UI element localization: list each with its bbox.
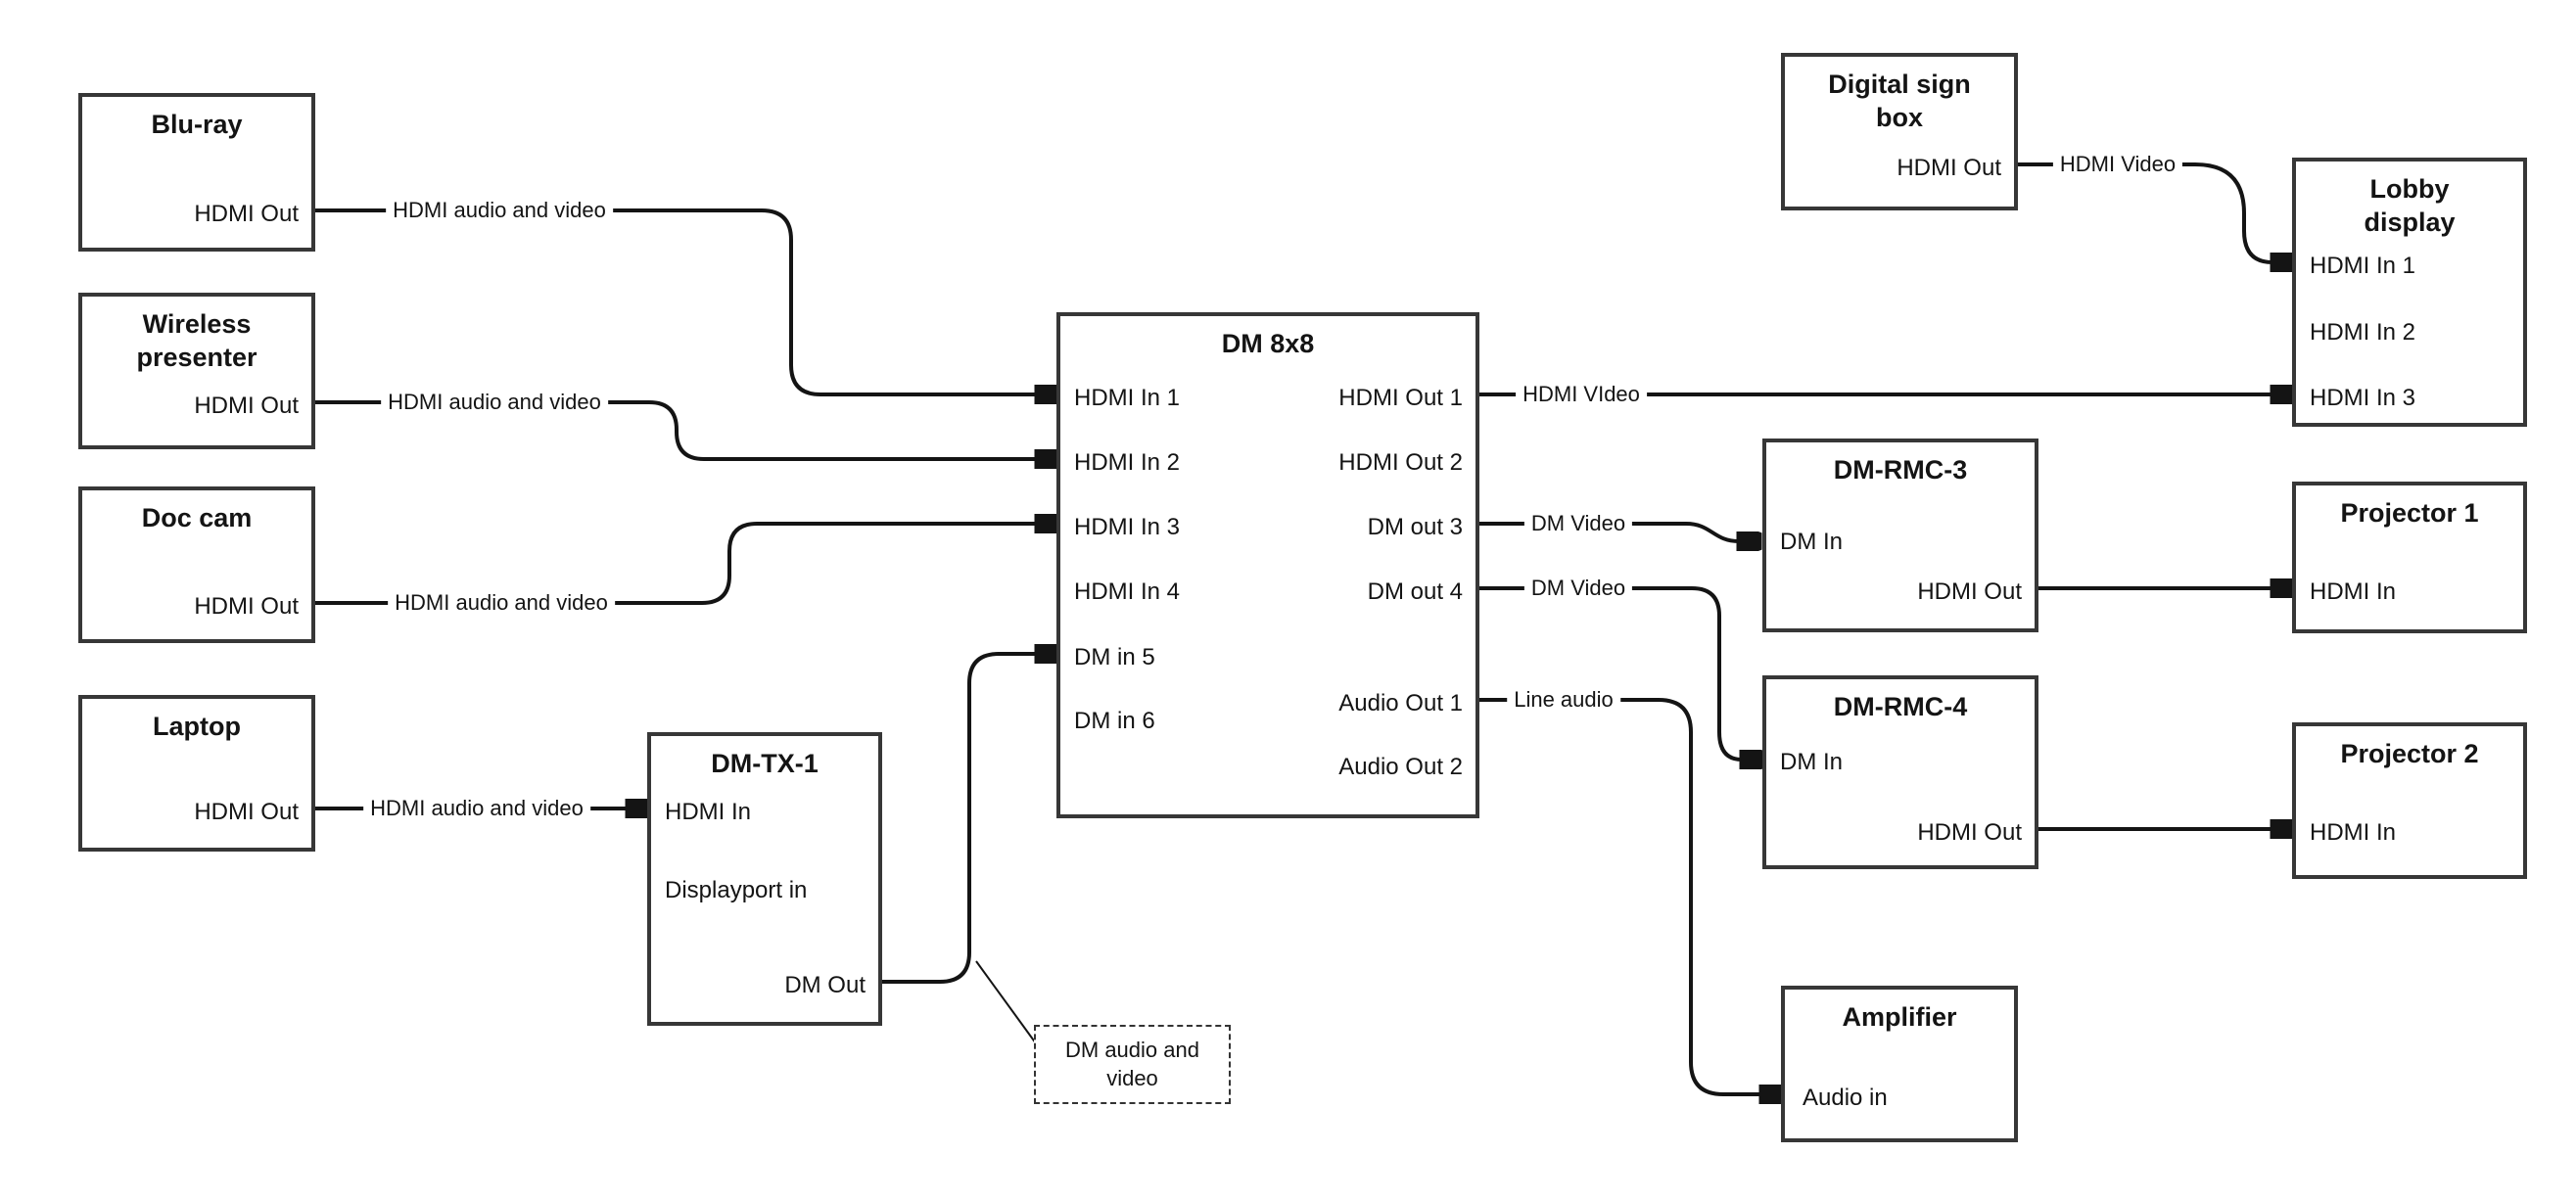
connection-label-hdmi-video: HDMI Video bbox=[2052, 152, 2183, 177]
port-hdmi-out-1: HDMI Out 1 bbox=[1338, 385, 1463, 411]
node-title: Digital sign box bbox=[1828, 69, 1971, 132]
node-title: Amplifier bbox=[1842, 1002, 1957, 1032]
port-hdmi-in-2: HDMI In 2 bbox=[1074, 449, 1181, 476]
node-dm-8x8: DM 8x8 HDMI In 1 HDMI In 2 HDMI In 3 HDM… bbox=[1056, 312, 1479, 818]
port-hdmi-in-1: HDMI In 1 bbox=[1074, 385, 1181, 411]
node-title: Laptop bbox=[153, 712, 241, 741]
connection-label-line-audio: Line audio bbox=[1507, 687, 1620, 713]
port-hdmi-out: HDMI Out bbox=[1917, 578, 2022, 605]
connection-label-hdmi-audio-video: HDMI audio and video bbox=[386, 198, 613, 223]
connection-label-hdmi-audio-video: HDMI audio and video bbox=[363, 796, 590, 821]
node-title: Projector 2 bbox=[2340, 739, 2479, 768]
node-title: Blu-ray bbox=[151, 110, 243, 139]
port-hdmi-in-3: HDMI In 3 bbox=[2310, 385, 2416, 411]
node-digital-sign-box: Digital sign box HDMI Out bbox=[1781, 53, 2018, 210]
port-dm-in: DM In bbox=[1780, 749, 1844, 775]
port-hdmi-out-2: HDMI Out 2 bbox=[1338, 449, 1463, 476]
port-audio-out-2: Audio Out 2 bbox=[1338, 754, 1463, 780]
port-hdmi-in-2: HDMI In 2 bbox=[2310, 319, 2416, 346]
port-dm-out: DM Out bbox=[784, 972, 866, 998]
connector-dm8x8-out4-to-rmc4 bbox=[1479, 586, 1742, 760]
port-dm-in-6: DM in 6 bbox=[1074, 708, 1155, 734]
node-title: DM-RMC-4 bbox=[1833, 692, 1968, 721]
port-dm-in-5: DM in 5 bbox=[1074, 644, 1155, 670]
connection-label-hdmi-audio-video: HDMI audio and video bbox=[388, 590, 615, 616]
connector-wireless-to-dm8x8-in2 bbox=[313, 400, 1037, 459]
port-dm-in: DM In bbox=[1780, 529, 1844, 555]
node-dm-tx-1: DM-TX-1 HDMI In Displayport in DM Out bbox=[647, 732, 882, 1026]
node-wireless-presenter: Wireless presenter HDMI Out bbox=[78, 293, 315, 449]
port-hdmi-in-1: HDMI In 1 bbox=[2310, 253, 2416, 279]
node-dm-rmc-3: DM-RMC-3 DM In HDMI Out bbox=[1762, 439, 2038, 632]
connection-label-dm-video: DM Video bbox=[1523, 576, 1633, 601]
port-hdmi-out: HDMI Out bbox=[194, 201, 299, 227]
port-hdmi-in: HDMI In bbox=[2310, 578, 2397, 605]
connector-dmtx1-to-dm8x8-in5 bbox=[882, 654, 1037, 984]
node-title: DM 8x8 bbox=[1221, 329, 1315, 358]
node-title: Wireless presenter bbox=[136, 309, 258, 372]
node-title: Doc cam bbox=[141, 503, 253, 532]
port-hdmi-out: HDMI Out bbox=[1897, 155, 2001, 181]
connector-dm8x8-out3-to-rmc3 bbox=[1479, 522, 1739, 541]
port-hdmi-out: HDMI Out bbox=[1917, 819, 2022, 846]
node-title: DM-RMC-3 bbox=[1833, 455, 1968, 485]
node-projector-1: Projector 1 HDMI In bbox=[2292, 482, 2527, 633]
connector-bluray-to-dm8x8-in1 bbox=[313, 208, 1037, 394]
connection-label-hdmi-audio-video: HDMI audio and video bbox=[381, 390, 608, 415]
node-dm-rmc-4: DM-RMC-4 DM In HDMI Out bbox=[1762, 675, 2038, 869]
node-amplifier: Amplifier Audio in bbox=[1781, 986, 2018, 1142]
connection-label-hdmi-video: HDMI VIdeo bbox=[1516, 382, 1647, 407]
port-hdmi-out: HDMI Out bbox=[194, 393, 299, 419]
connector-dm8x8-audio1-to-amplifier bbox=[1479, 698, 1761, 1094]
port-hdmi-out: HDMI Out bbox=[194, 593, 299, 620]
port-hdmi-in: HDMI In bbox=[665, 799, 752, 825]
connector-doccam-to-dm8x8-in3 bbox=[313, 524, 1037, 605]
node-title: Projector 1 bbox=[2340, 498, 2479, 528]
node-title: DM-TX-1 bbox=[711, 749, 819, 778]
node-title: Lobby display bbox=[2364, 174, 2456, 237]
port-audio-out-1: Audio Out 1 bbox=[1338, 690, 1463, 716]
node-lobby-display: Lobby display HDMI In 1 HDMI In 2 HDMI I… bbox=[2292, 158, 2527, 427]
port-hdmi-out: HDMI Out bbox=[194, 799, 299, 825]
port-audio-in: Audio in bbox=[1803, 1085, 1888, 1111]
port-displayport-in: Displayport in bbox=[665, 877, 808, 903]
node-laptop: Laptop HDMI Out bbox=[78, 695, 315, 852]
port-hdmi-in: HDMI In bbox=[2310, 819, 2397, 846]
node-projector-2: Projector 2 HDMI In bbox=[2292, 722, 2527, 879]
connector-sign-to-lobby-in1 bbox=[2018, 162, 2272, 262]
node-doc-cam: Doc cam HDMI Out bbox=[78, 486, 315, 643]
port-hdmi-in-3: HDMI In 3 bbox=[1074, 514, 1181, 540]
callout-leader-line bbox=[975, 960, 1037, 1044]
port-dm-out-4: DM out 4 bbox=[1367, 578, 1463, 605]
callout-dm-audio-and-video: DM audio and video bbox=[1034, 1025, 1231, 1104]
callout-text: DM audio and video bbox=[1065, 1037, 1199, 1090]
connection-label-dm-video: DM Video bbox=[1523, 511, 1633, 536]
node-bluray: Blu-ray HDMI Out bbox=[78, 93, 315, 252]
port-hdmi-in-4: HDMI In 4 bbox=[1074, 578, 1181, 605]
port-dm-out-3: DM out 3 bbox=[1367, 514, 1463, 540]
